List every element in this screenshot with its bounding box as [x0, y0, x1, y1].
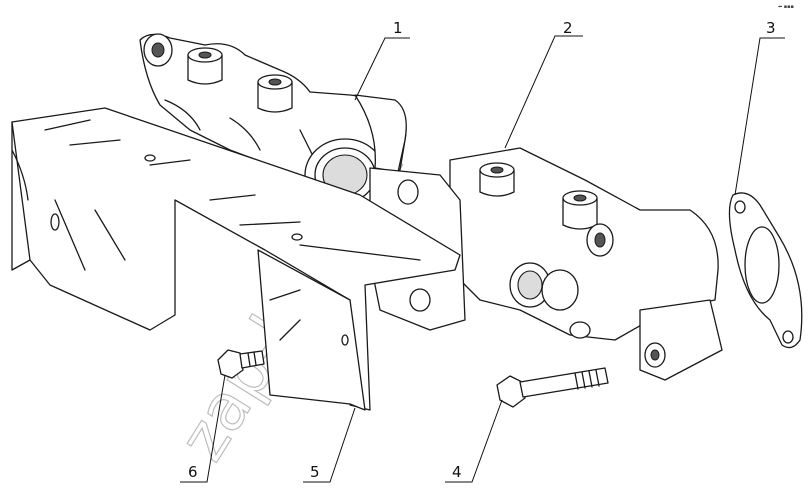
- callout-1: 1: [393, 19, 403, 37]
- leader-lines: [180, 35, 785, 483]
- callout-3: 3: [766, 19, 776, 37]
- part-6-bolt: [217, 349, 265, 379]
- callout-labels: 1 2 3 4 5 6: [188, 19, 776, 481]
- callout-4: 4: [452, 463, 462, 481]
- part-5-bracket: [11, 107, 461, 411]
- leader-5: [303, 407, 356, 483]
- leader-2: [504, 35, 583, 149]
- leader-6: [180, 374, 226, 483]
- corner-mark: ⬅ ▪▪▪: [778, 4, 794, 10]
- leader-4: [445, 399, 503, 483]
- callout-6: 6: [188, 463, 198, 481]
- part-1-manifold: [139, 33, 407, 212]
- callout-2: 2: [563, 19, 573, 37]
- leader-3: [734, 37, 785, 196]
- leader-1: [354, 37, 410, 101]
- part-4-bolt: [496, 367, 609, 408]
- part-2-manifold: [369, 147, 723, 381]
- callout-5: 5: [310, 463, 320, 481]
- part-3-gasket: [728, 192, 803, 349]
